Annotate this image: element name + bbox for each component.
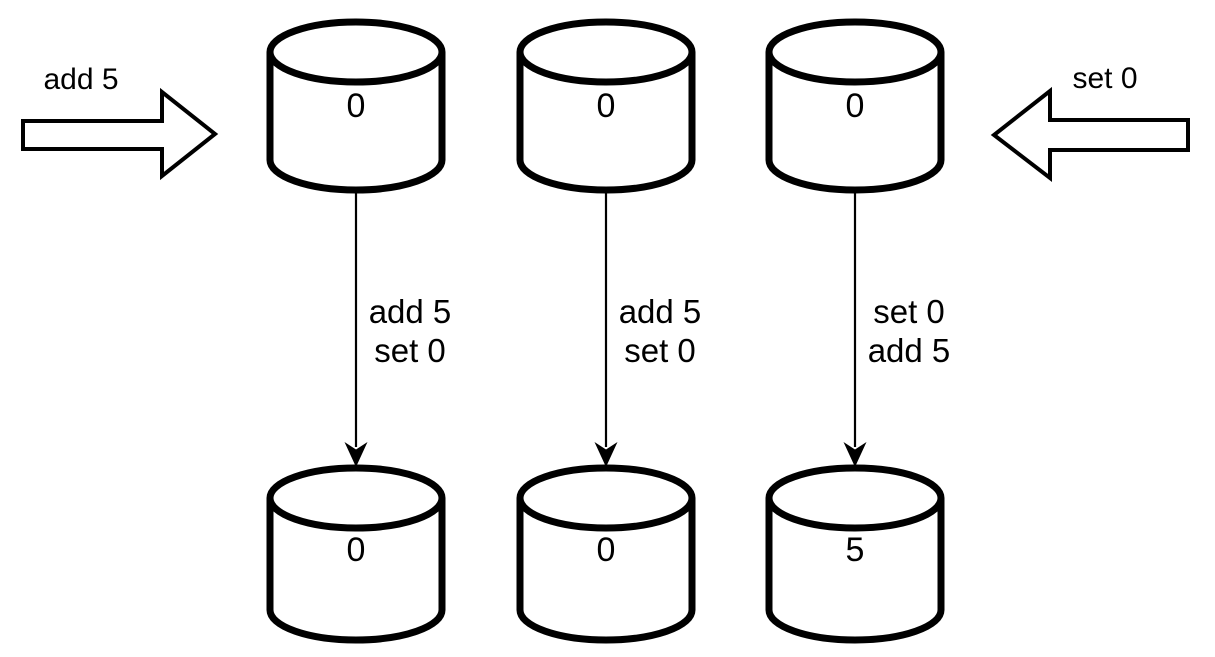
cylinder-top (266, 18, 446, 86)
replica-column: 0 add 5 set 0 0 (266, 18, 452, 644)
op-label-1: add 5 (369, 293, 452, 330)
initial-value: 0 (597, 87, 616, 125)
cylinder-body (266, 52, 446, 194)
final-value: 0 (597, 531, 616, 569)
cylinder-body (516, 498, 696, 644)
incoming-op-right: set 0 (990, 62, 1190, 183)
op-label-2: set 0 (624, 332, 696, 369)
incoming-op-left: add 5 (21, 63, 219, 181)
cylinder-body (516, 52, 696, 194)
cylinder-top (516, 18, 696, 86)
initial-db-cylinder: 0 (266, 18, 446, 194)
op-label-1: add 5 (619, 293, 702, 330)
replication-arrow (344, 190, 368, 467)
incoming-op-left-label: add 5 (43, 63, 118, 96)
block-arrow-right-icon (21, 87, 219, 181)
op-label-1: set 0 (873, 293, 945, 330)
op-label-2: add 5 (868, 332, 951, 369)
final-db-cylinder: 5 (765, 464, 945, 644)
arrowhead-icon (843, 442, 867, 467)
initial-db-cylinder: 0 (516, 18, 696, 194)
replica-column: 0 set 0 add 5 5 (765, 18, 951, 644)
final-value: 0 (347, 531, 366, 569)
initial-value: 0 (846, 87, 865, 125)
op-label-2: set 0 (374, 332, 446, 369)
cylinder-top (516, 464, 696, 532)
arrowhead-icon (594, 442, 618, 467)
replication-arrow (843, 190, 867, 467)
replica-column: 0 add 5 set 0 0 (516, 18, 702, 644)
cylinder-body (266, 498, 446, 644)
incoming-op-right-label: set 0 (1072, 62, 1137, 95)
cylinder-top (765, 18, 945, 86)
block-arrow-left-icon (990, 86, 1190, 183)
cylinder-body (765, 52, 945, 194)
final-db-cylinder: 0 (516, 464, 696, 644)
final-db-cylinder: 0 (266, 464, 446, 644)
arrowhead-icon (344, 442, 368, 467)
replication-arrow (594, 190, 618, 467)
initial-db-cylinder: 0 (765, 18, 945, 194)
cylinder-top (266, 464, 446, 532)
cylinder-body (765, 498, 945, 644)
final-value: 5 (846, 531, 865, 569)
cylinder-top (765, 464, 945, 532)
initial-value: 0 (347, 87, 366, 125)
